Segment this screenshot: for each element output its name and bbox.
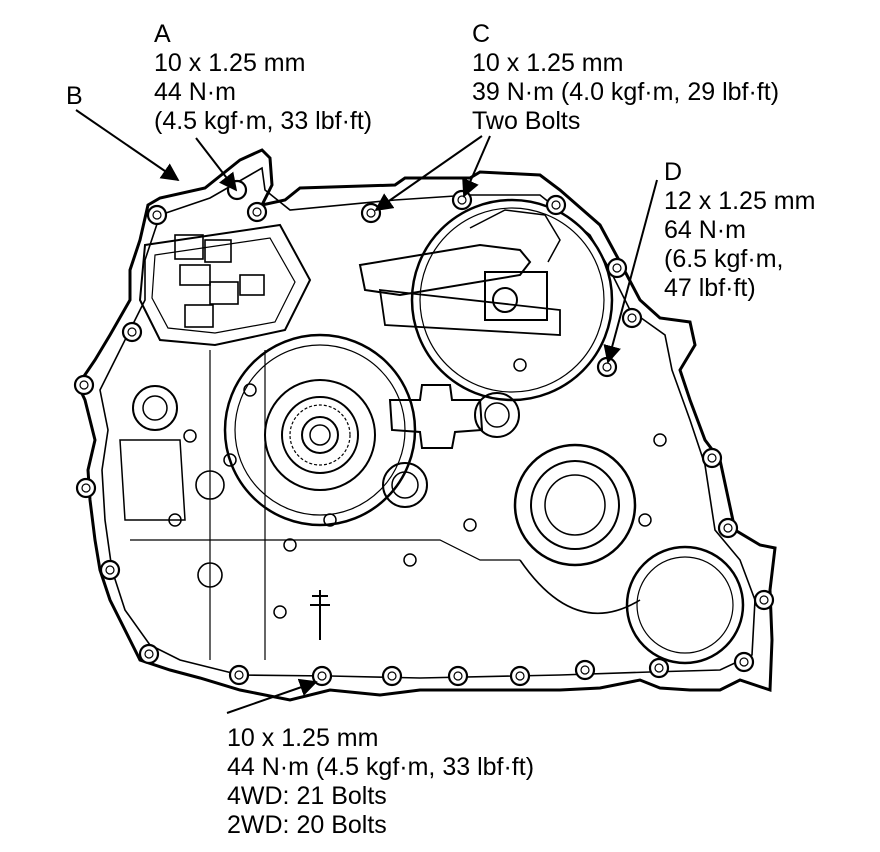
callout-a: A 10 x 1.25 mm 44 N·m (4.5 kgf·m, 33 lbf… <box>154 20 372 136</box>
callout-bottom-line-4: 2WD: 20 Bolts <box>227 811 387 839</box>
callout-d-line-4: 47 lbf·ft) <box>664 274 756 302</box>
callout-c-line-2: 39 N·m (4.0 kgf·m, 29 lbf·ft) <box>472 78 780 106</box>
callout-a-line-3: (4.5 kgf·m, 33 lbf·ft) <box>154 107 373 135</box>
leader-bottom <box>226 678 318 714</box>
callout-c-letter: C <box>472 20 491 48</box>
leader-d <box>603 179 658 364</box>
callout-d: D 12 x 1.25 mm 64 N·m (6.5 kgf·m, 47 lbf… <box>664 158 815 303</box>
callout-c-line-1: 10 x 1.25 mm <box>472 49 624 77</box>
leader-c-right <box>462 135 491 198</box>
case-inner-outline <box>99 166 756 679</box>
callout-d-line-3: (6.5 kgf·m, <box>664 245 784 273</box>
callout-c-line-3: Two Bolts <box>472 107 581 135</box>
callout-a-line-2: 44 N·m <box>154 78 236 106</box>
leader-c-left <box>374 135 483 212</box>
callout-bottom-line-2: 44 N·m (4.5 kgf·m, 33 lbf·ft) <box>227 753 535 781</box>
leader-b <box>75 109 180 182</box>
callout-d-line-1: 12 x 1.25 mm <box>664 187 816 215</box>
case-outline <box>76 148 777 702</box>
callout-c: C 10 x 1.25 mm 39 N·m (4.0 kgf·m, 29 lbf… <box>472 20 779 136</box>
callout-d-line-2: 64 N·m <box>664 216 746 244</box>
callout-bottom-line-1: 10 x 1.25 mm <box>227 724 379 752</box>
leader-a <box>195 137 238 192</box>
callout-a-letter: A <box>154 20 171 48</box>
callout-d-letter: D <box>664 158 683 186</box>
callout-bottom: 10 x 1.25 mm 44 N·m (4.5 kgf·m, 33 lbf·f… <box>227 724 534 840</box>
callout-b-letter: B <box>66 82 83 110</box>
callout-a-line-1: 10 x 1.25 mm <box>154 49 306 77</box>
callout-bottom-line-3: 4WD: 21 Bolts <box>227 782 387 810</box>
